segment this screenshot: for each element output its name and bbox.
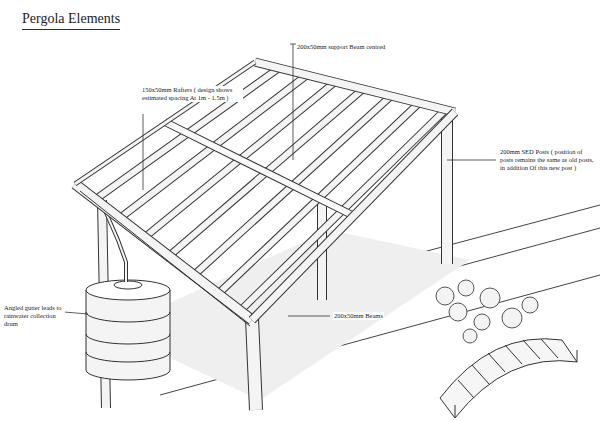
stones — [436, 280, 538, 343]
title: Pergola Elements — [22, 11, 120, 30]
beams — [75, 62, 455, 326]
rainwater-drum — [86, 280, 170, 380]
callout-label: 200x50mm support Beam centred — [296, 43, 386, 51]
leader-lines — [64, 44, 496, 316]
callout-label: 200x50mm Beams — [333, 312, 384, 320]
bridge — [440, 339, 577, 418]
rafters — [96, 68, 445, 310]
callout-label: 150x50mm Rafters ( design shows estimate… — [141, 86, 243, 102]
callout-label: 200mm SED Posts ( position of posts rema… — [499, 148, 597, 172]
support-beam-fill — [165, 122, 352, 215]
callout-label: Angled gutter leads to rainwater collect… — [3, 304, 65, 328]
support-beam — [165, 122, 352, 215]
